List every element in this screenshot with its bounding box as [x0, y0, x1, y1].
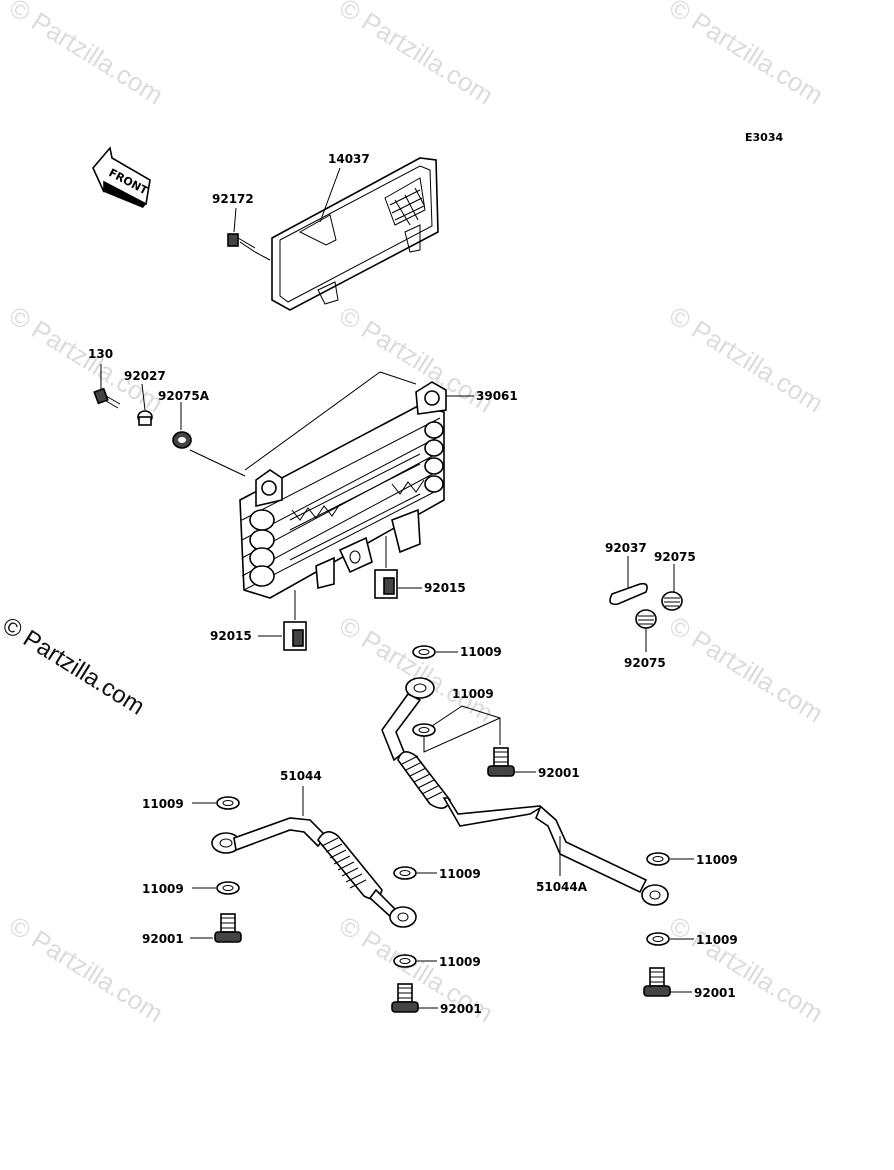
label-92001-1: 92001 — [538, 766, 580, 780]
washer-11009-4 — [216, 881, 240, 895]
label-51044: 51044 — [280, 769, 322, 783]
grommet-92075-a — [661, 591, 683, 611]
label-92075-b: 92075 — [624, 656, 666, 670]
label-92075-a: 92075 — [654, 550, 696, 564]
label-11009-3: 11009 — [142, 797, 184, 811]
washer-11009-2 — [412, 723, 436, 737]
label-130: 130 — [88, 347, 113, 361]
clip-92015-a — [374, 569, 398, 599]
hook-92037 — [609, 582, 648, 606]
diagram-code: E3034 — [745, 131, 783, 144]
collar-92027 — [137, 410, 153, 426]
washer-11009-8 — [646, 932, 670, 946]
washer-11009-3 — [216, 796, 240, 810]
label-11009-1: 11009 — [460, 645, 502, 659]
label-11009-4: 11009 — [142, 882, 184, 896]
washer-11009-5 — [393, 866, 417, 880]
label-92172: 92172 — [212, 192, 254, 206]
oil-hose-51044a — [381, 677, 669, 906]
label-14037: 14037 — [328, 152, 370, 166]
label-92001-3: 92001 — [440, 1002, 482, 1016]
label-92075a: 92075A — [158, 389, 210, 403]
label-11009-8: 11009 — [696, 933, 738, 947]
front-arrow-icon: FRONT — [92, 146, 151, 208]
label-51044a: 51044A — [536, 880, 588, 894]
bolt-92001-4 — [643, 967, 671, 997]
clip-92015-b — [283, 621, 307, 651]
bolt-92001-1 — [487, 747, 515, 777]
grommet-92075-b — [635, 609, 657, 629]
label-11009-7: 11009 — [696, 853, 738, 867]
bolt-92001-2 — [214, 913, 242, 943]
oil-cooler — [239, 371, 447, 599]
label-92015-a: 92015 — [424, 581, 466, 595]
label-92027: 92027 — [124, 369, 166, 383]
label-11009-5: 11009 — [439, 867, 481, 881]
label-92015-b: 92015 — [210, 629, 252, 643]
washer-11009-6 — [393, 954, 417, 968]
screw-92172 — [227, 233, 256, 253]
bolt-130 — [93, 387, 121, 409]
grommet-92075a — [172, 431, 192, 449]
bolt-92001-3 — [391, 983, 419, 1013]
label-92001-2: 92001 — [142, 932, 184, 946]
oil-hose-51044 — [211, 817, 417, 928]
oil-cooler-screen — [271, 157, 439, 311]
washer-11009-1 — [412, 645, 436, 659]
label-11009-2: 11009 — [452, 687, 494, 701]
washer-11009-7 — [646, 852, 670, 866]
label-92001-4: 92001 — [694, 986, 736, 1000]
label-39061: 39061 — [476, 389, 518, 403]
label-92037: 92037 — [605, 541, 647, 555]
label-11009-6: 11009 — [439, 955, 481, 969]
